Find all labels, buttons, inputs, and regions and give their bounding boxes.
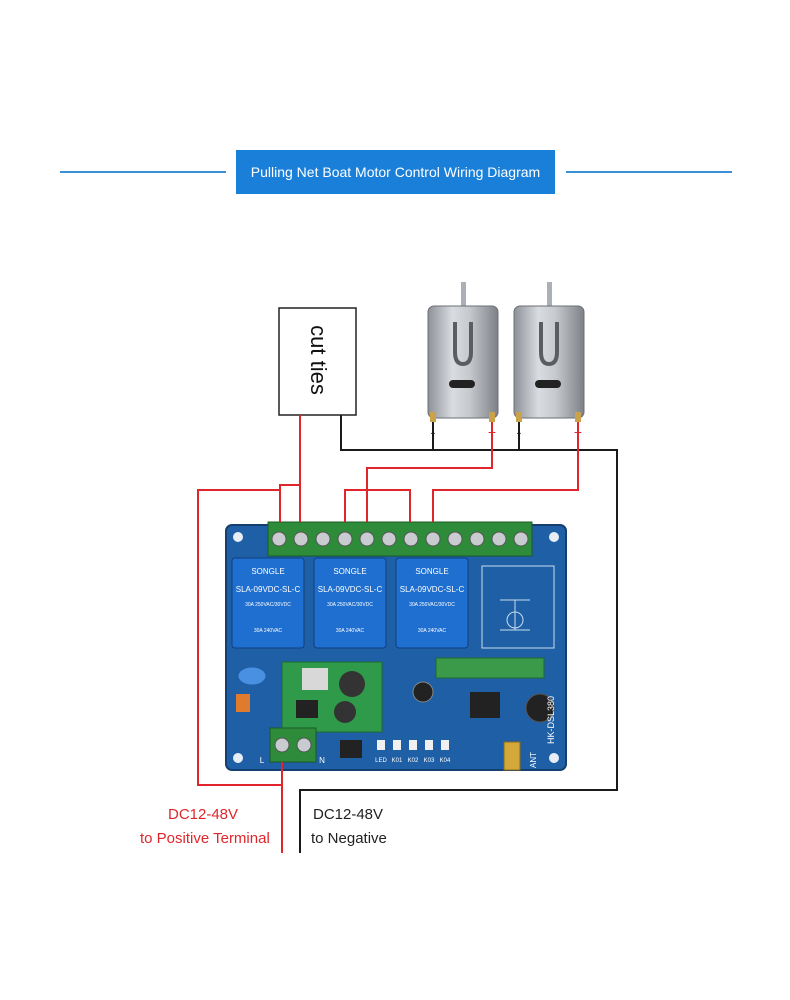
positive-label-line1: DC12-48V <box>168 806 239 823</box>
relay-2-spec2: 30A 240VAC <box>336 628 365 634</box>
relay-3-model: SLA-09VDC-SL-C <box>400 585 465 594</box>
positive-label-line2: to Positive Terminal <box>140 830 270 847</box>
capacitor <box>237 666 267 686</box>
antenna-connector <box>503 741 521 771</box>
relay-1-spec1: 30A 250VAC/30VDC <box>245 602 291 608</box>
terminal-n-label: N <box>319 756 325 765</box>
led-label-2: K02 <box>408 758 419 764</box>
led-label-0: LED <box>375 758 387 764</box>
negative-wires <box>299 415 618 853</box>
diagram-title-text: Pulling Net Boat Motor Control Wiring Di… <box>250 164 541 180</box>
led-row: LED K01 K02 K03 K04 <box>375 740 451 764</box>
relay-1-brand: SONGLE <box>251 567 284 576</box>
terminal-screws <box>271 531 529 547</box>
led-label-1: K01 <box>392 758 403 764</box>
relay-2-spec1: 30A 250VAC/30VDC <box>327 602 373 608</box>
negative-label-line2: to Negative <box>311 830 387 847</box>
relay-1-model: SLA-09VDC-SL-C <box>236 585 301 594</box>
board-ant-label: ANT <box>529 752 538 768</box>
rf-module <box>435 657 545 679</box>
fuse <box>236 694 250 712</box>
relay-2-brand: SONGLE <box>333 567 366 576</box>
relay-3-brand: SONGLE <box>415 567 448 576</box>
terminal-l-label: L <box>260 756 265 765</box>
cut-ties-label: cut ties <box>306 325 331 395</box>
ic-chip <box>470 692 500 718</box>
motor-1: - + <box>427 282 499 440</box>
buzzer <box>525 693 555 723</box>
diagram-title: Pulling Net Boat Motor Control Wiring Di… <box>236 150 555 194</box>
relay-3: SONGLE SLA-09VDC-SL-C 30A 250VAC/30VDC 3… <box>395 557 469 649</box>
relay-2-model: SLA-09VDC-SL-C <box>318 585 383 594</box>
header-line-right <box>566 171 732 173</box>
header-line-left <box>60 171 226 173</box>
negative-label-line1: DC12-48V <box>313 806 384 823</box>
cut-ties-box: cut ties <box>278 307 357 416</box>
electrolytic-capacitor <box>412 681 434 703</box>
positive-wires <box>197 415 579 853</box>
led-label-4: K04 <box>440 758 451 764</box>
relay-3-spec2: 30A 240VAC <box>418 628 447 634</box>
board-schematic-marking <box>481 565 555 649</box>
motor-2: - + <box>513 282 585 440</box>
dc-dc-module <box>281 661 383 733</box>
learn-button <box>340 740 362 758</box>
relay-board: SONGLE SLA-09VDC-SL-C 30A 250VAC/30VDC 3… <box>225 521 567 771</box>
board-model-label: HK-DSL380 <box>546 696 556 744</box>
relay-1: SONGLE SLA-09VDC-SL-C 30A 250VAC/30VDC 3… <box>231 557 305 649</box>
led-label-3: K03 <box>424 758 435 764</box>
relay-2: SONGLE SLA-09VDC-SL-C 30A 250VAC/30VDC 3… <box>313 557 387 649</box>
relay-1-spec2: 30A 240VAC <box>254 628 283 634</box>
relay-3-spec1: 30A 250VAC/30VDC <box>409 602 455 608</box>
